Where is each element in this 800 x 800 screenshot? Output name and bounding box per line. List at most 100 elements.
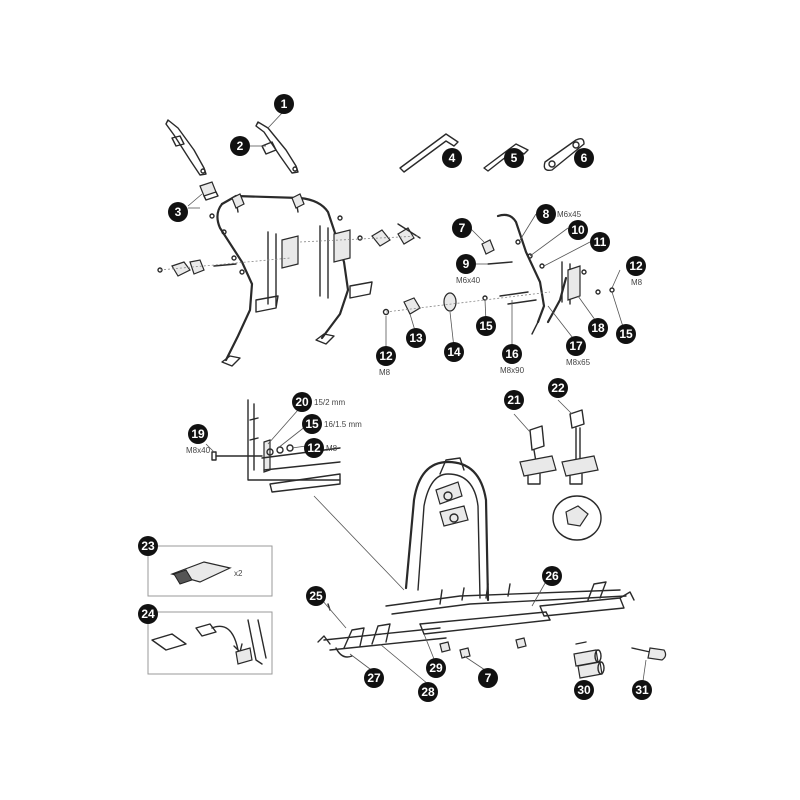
callout-badge-27: 27 [364, 668, 384, 688]
svg-text:28: 28 [421, 685, 435, 699]
callout-badge-12: 12 [626, 256, 646, 276]
svg-text:2: 2 [237, 139, 244, 153]
callout-badge-30: 30 [574, 680, 594, 700]
callout-badge-9: 9 [456, 254, 476, 274]
svg-text:30: 30 [577, 683, 591, 697]
part-allen-key-large [399, 133, 459, 173]
spec-label-9: M6x40 [456, 276, 481, 285]
callout-badge-24: 24 [138, 604, 158, 624]
part-right-hardware [299, 215, 421, 247]
part-short-frame-holder [519, 425, 557, 485]
part-allen-key-small [483, 143, 529, 172]
svg-text:16: 16 [505, 347, 519, 361]
callout-badge-5: 5 [504, 148, 524, 168]
callout-badge-16: 16 [502, 344, 522, 364]
svg-text:25: 25 [309, 589, 323, 603]
callout-badge-28: 28 [418, 682, 438, 702]
svg-text:11: 11 [594, 235, 607, 249]
svg-text:1: 1 [281, 97, 288, 111]
svg-text:5: 5 [511, 151, 518, 165]
callout-badge-12: 12 [376, 346, 396, 366]
svg-text:26: 26 [545, 569, 559, 583]
spec-label-12: M8 [326, 444, 338, 453]
callout-badge-17: 17 [566, 336, 586, 356]
callout-badge-14: 14 [444, 342, 464, 362]
part-frame-segment [496, 213, 581, 335]
quantity-label: x2 [234, 569, 243, 578]
svg-text:7: 7 [459, 221, 466, 235]
svg-text:7: 7 [485, 671, 492, 685]
callout-badge-21: 21 [504, 390, 524, 410]
callout-badge-19: 19 [188, 424, 208, 444]
callout-badge-11: 11 [590, 232, 610, 252]
callout-badge-23: 23 [138, 536, 158, 556]
svg-text:4: 4 [449, 151, 456, 165]
svg-text:27: 27 [367, 671, 381, 685]
callout-badge-20: 20 [292, 392, 312, 412]
callout-badge-22: 22 [548, 378, 568, 398]
callout-badge-3: 3 [168, 202, 188, 222]
spec-label-12: M8 [631, 278, 643, 287]
panel-pad-application [147, 611, 273, 675]
callout-badge-29: 29 [426, 658, 446, 678]
svg-text:15: 15 [479, 319, 493, 333]
callout-badge-13: 13 [406, 328, 426, 348]
svg-text:20: 20 [295, 395, 309, 409]
svg-text:14: 14 [447, 345, 461, 359]
spec-label-17: M8x65 [566, 358, 591, 367]
svg-text:24: 24 [141, 607, 155, 621]
svg-text:21: 21 [507, 393, 521, 407]
svg-text:22: 22 [551, 381, 565, 395]
spec-label-19: M8x40 [186, 446, 211, 455]
callout-badge-7: 7 [452, 218, 472, 238]
svg-text:9: 9 [463, 257, 470, 271]
callout-badge-15: 15 [302, 414, 322, 434]
callout-badge-8: 8 [536, 204, 556, 224]
svg-text:13: 13 [409, 331, 423, 345]
part-key [631, 647, 667, 661]
svg-text:12: 12 [629, 259, 643, 273]
callout-badge-1: 1 [274, 94, 294, 114]
callout-badge-15: 15 [476, 316, 496, 336]
part-lock-cylinders [573, 641, 605, 679]
part-support-arm-left [165, 119, 207, 176]
callout-badge-25: 25 [306, 586, 326, 606]
part-clamp-block [199, 181, 219, 201]
spec-label-12: M8 [379, 368, 391, 377]
callout-badge-18: 18 [588, 318, 608, 338]
callout-badge-31: 31 [632, 680, 652, 700]
part-long-frame-holder [552, 409, 602, 541]
spec-label-20: 15/2 mm [314, 398, 345, 407]
callout-badge-2: 2 [230, 136, 250, 156]
part-support-arm-right [255, 121, 299, 174]
svg-text:18: 18 [591, 321, 605, 335]
part-key-plate [543, 137, 585, 172]
svg-text:23: 23 [141, 539, 155, 553]
part-frame-hardware [382, 239, 615, 316]
svg-text:19: 19 [191, 427, 205, 441]
svg-text:6: 6 [581, 151, 588, 165]
spec-label-8: M6x45 [557, 210, 582, 219]
svg-text:15: 15 [305, 417, 319, 431]
callout-badge-10: 10 [568, 220, 588, 240]
callout-badge-7: 7 [478, 668, 498, 688]
svg-text:12: 12 [379, 349, 393, 363]
svg-text:15: 15 [619, 327, 633, 341]
svg-text:29: 29 [429, 661, 443, 675]
panel-reflector-sticker: x2 [147, 545, 273, 597]
svg-text:31: 31 [635, 683, 649, 697]
spec-label-16: M8x90 [500, 366, 525, 375]
svg-text:3: 3 [175, 205, 182, 219]
part-upper-frame [216, 193, 373, 367]
svg-text:12: 12 [307, 441, 321, 455]
svg-text:8: 8 [543, 207, 550, 221]
callout-badge-6: 6 [574, 148, 594, 168]
svg-text:10: 10 [571, 223, 585, 237]
callout-badge-4: 4 [442, 148, 462, 168]
svg-text:17: 17 [569, 339, 583, 353]
part-left-hardware [157, 213, 291, 277]
spec-label-15: 16/1.5 mm [324, 420, 362, 429]
callout-badge-15: 15 [616, 324, 636, 344]
part-main-carrier [317, 457, 635, 659]
